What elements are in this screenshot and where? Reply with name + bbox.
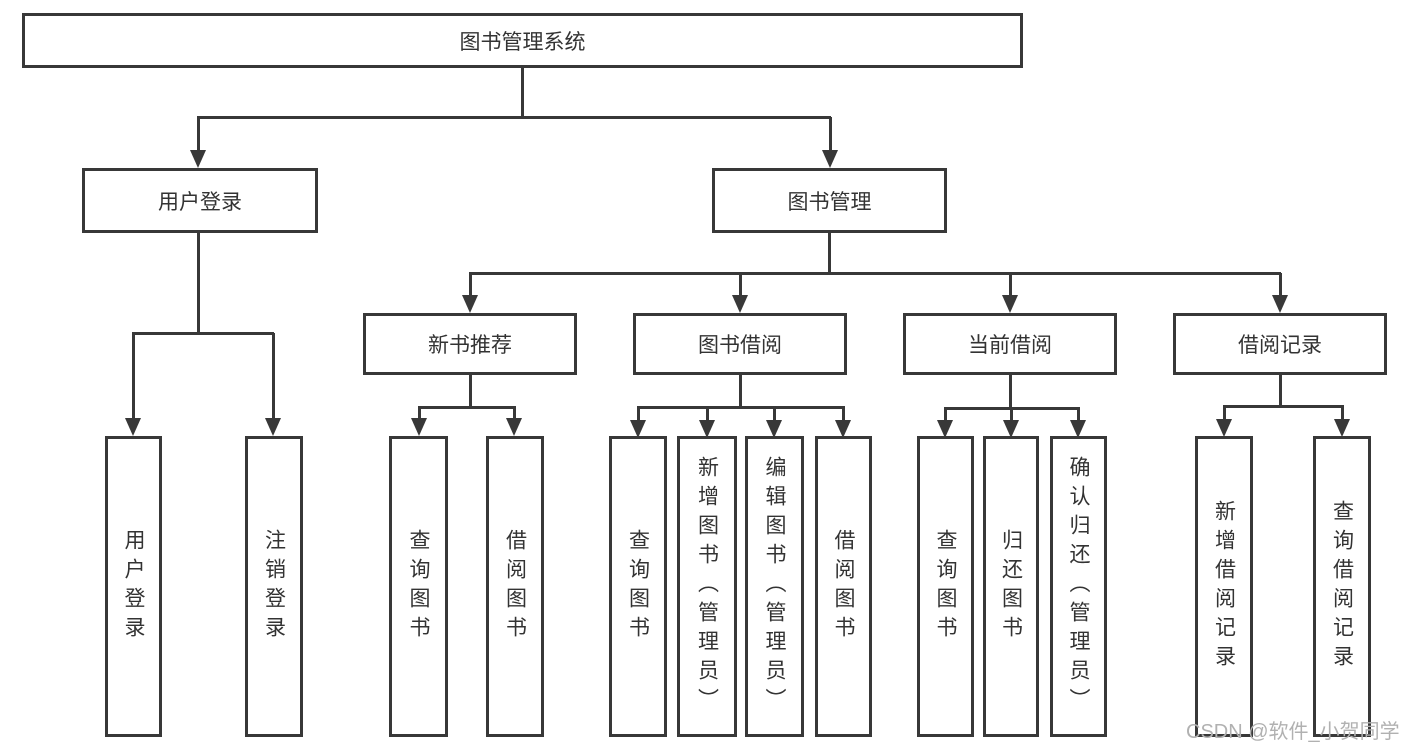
- node-book-management: 图书管理: [712, 168, 947, 233]
- arrowhead-icon: [190, 150, 206, 168]
- arrowhead-icon: [1216, 419, 1232, 437]
- arrowhead-icon: [1272, 295, 1288, 313]
- arrowhead-icon: [822, 150, 838, 168]
- connector-line: [944, 408, 947, 422]
- arrowhead-icon: [462, 295, 478, 313]
- connector-line: [469, 375, 472, 409]
- leaf-logout-login: 注销登录: [245, 436, 303, 737]
- leaf-bb-edit-book-admin: 编辑图书（管理员）: [745, 436, 804, 737]
- leaf-bb-add-book-admin: 新增图书（管理员）: [677, 436, 737, 737]
- connector-line: [739, 273, 742, 297]
- connector-line: [197, 116, 831, 119]
- connector-line: [469, 272, 1281, 275]
- arrowhead-icon: [506, 418, 522, 436]
- node-new-book-recommend: 新书推荐: [363, 313, 577, 375]
- arrowhead-icon: [937, 420, 953, 438]
- leaf-user-login: 用户登录: [105, 436, 162, 737]
- csdn-watermark: CSDN @软件_小贺同学: [1186, 721, 1400, 743]
- connector-line: [829, 117, 832, 152]
- connector-line: [1223, 405, 1344, 408]
- connector-line: [1009, 273, 1012, 297]
- connector-line: [637, 407, 640, 422]
- connector-line: [828, 233, 831, 275]
- connector-line: [637, 406, 845, 409]
- arrowhead-icon: [125, 418, 141, 436]
- connector-line: [1341, 406, 1344, 420]
- connector-line: [739, 375, 742, 409]
- arrowhead-icon: [835, 420, 851, 438]
- connector-line: [842, 407, 845, 422]
- connector-line: [706, 407, 709, 422]
- arrowhead-icon: [766, 420, 782, 438]
- arrowhead-icon: [1003, 420, 1019, 438]
- connector-line: [1009, 375, 1012, 410]
- connector-line: [1279, 375, 1282, 408]
- arrowhead-icon: [1334, 419, 1350, 437]
- connector-line: [132, 332, 274, 335]
- leaf-cb-confirm-return-admin: 确认归还（管理员）: [1050, 436, 1107, 737]
- node-current-borrow: 当前借阅: [903, 313, 1117, 375]
- arrowhead-icon: [1002, 295, 1018, 313]
- connector-line: [773, 407, 776, 422]
- leaf-nb-query-books: 查询图书: [389, 436, 448, 737]
- leaf-bb-query-books: 查询图书: [609, 436, 667, 737]
- arrowhead-icon: [411, 418, 427, 436]
- connector-line: [521, 68, 524, 117]
- connector-line: [197, 233, 200, 333]
- connector-line: [1010, 408, 1013, 422]
- connector-line: [418, 406, 516, 409]
- connector-line: [469, 273, 472, 297]
- arrowhead-icon: [265, 418, 281, 436]
- node-root: 图书管理系统: [22, 13, 1023, 68]
- leaf-cb-return-books: 归还图书: [983, 436, 1039, 737]
- leaf-br-add-borrow-record: 新增借阅记录: [1195, 436, 1253, 737]
- connector-line: [132, 333, 135, 420]
- leaf-br-query-borrow-record: 查询借阅记录: [1313, 436, 1371, 737]
- leaf-bb-borrow-books: 借阅图书: [815, 436, 872, 737]
- connector-line: [272, 333, 275, 420]
- connector-line: [1279, 273, 1282, 297]
- connector-line: [1223, 406, 1226, 420]
- arrowhead-icon: [1070, 420, 1086, 438]
- arrowhead-icon: [732, 295, 748, 313]
- arrowhead-icon: [630, 420, 646, 438]
- connector-line: [197, 117, 200, 152]
- leaf-cb-query-books: 查询图书: [917, 436, 974, 737]
- node-user-login: 用户登录: [82, 168, 318, 233]
- connector-line: [1077, 408, 1080, 422]
- connector-line: [513, 407, 516, 420]
- arrowhead-icon: [699, 420, 715, 438]
- node-book-borrow: 图书借阅: [633, 313, 847, 375]
- connector-line: [418, 407, 421, 420]
- node-borrow-records: 借阅记录: [1173, 313, 1387, 375]
- leaf-nb-borrow-books: 借阅图书: [486, 436, 544, 737]
